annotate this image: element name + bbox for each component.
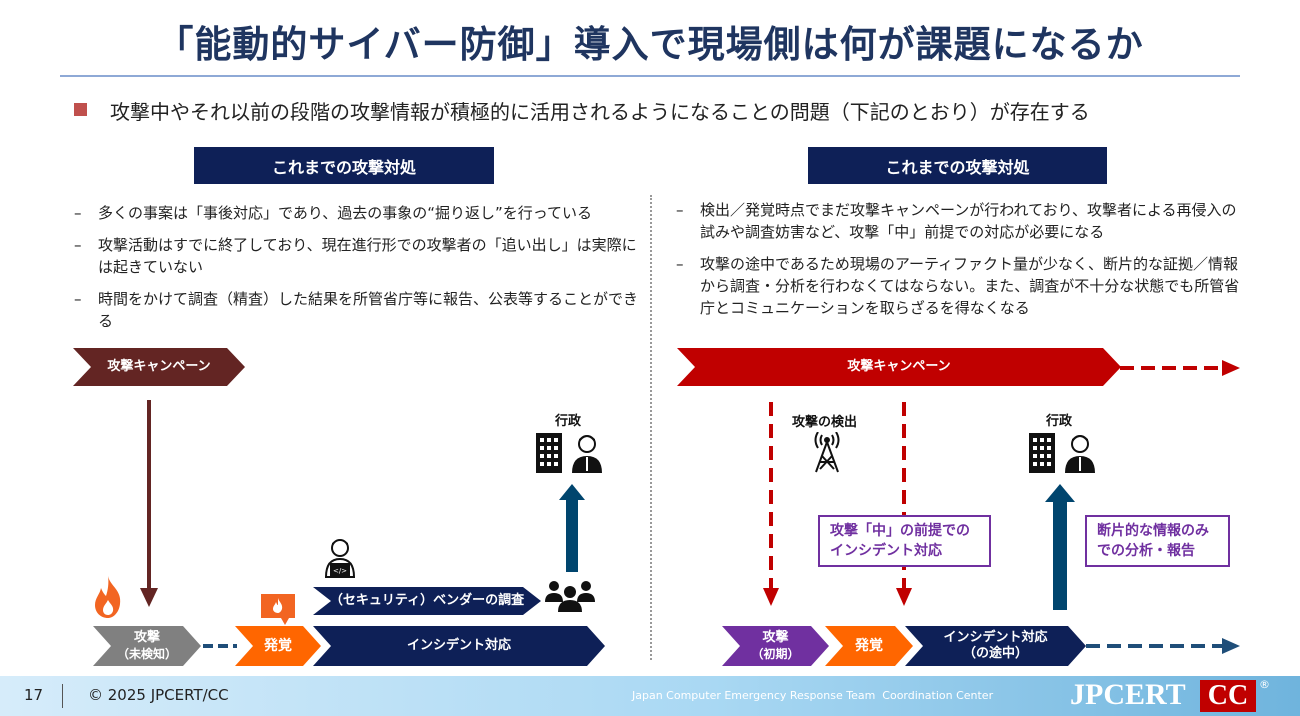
left-header: これまでの攻撃対処 <box>194 147 494 184</box>
bullet-text: 検出／発覚時点でまだ攻撃キャンペーンが行われており、攻撃者による再侵入の試みや調… <box>700 201 1237 241</box>
dashed-down-line <box>769 402 773 590</box>
up-arrow-icon <box>1045 484 1075 610</box>
callout-box: 断片的な情報のみでの分析・報告 <box>1085 515 1230 567</box>
svg-text:</>: </> <box>333 567 347 575</box>
incident-sublabel: （の途中） <box>962 646 1028 661</box>
government-icon <box>536 433 602 473</box>
incident-chevron: インシデント対応（の途中） <box>905 626 1086 666</box>
dashed-arrow-icon <box>1120 360 1240 376</box>
footer-separator <box>62 684 63 708</box>
left-bullet: –時間をかけて調査（精査）した結果を所管省庁等に報告、公表等することができる <box>74 290 639 330</box>
attack-label: 攻撃 <box>133 630 160 645</box>
bullet-text: 多くの事案は「事後対応」であり、過去の事象の“掘り返し”を行っている <box>98 204 593 222</box>
bullet-text: 攻撃の途中であるため現場のアーティファクト量が少なく、断片的な証拠／情報から調査… <box>700 255 1240 317</box>
down-arrow-icon <box>763 588 779 606</box>
page-number: 17 <box>24 686 44 704</box>
right-bullet: –攻撃の途中であるため現場のアーティファクト量が少なく、断片的な証拠／情報から調… <box>676 255 1240 317</box>
right-bullet: –検出／発覚時点でまだ攻撃キャンペーンが行われており、攻撃者による再侵入の試みや… <box>676 201 1237 241</box>
column-divider <box>650 195 652 660</box>
attack-chevron: 攻撃 （初期） <box>722 626 829 666</box>
gov-label: 行政 <box>555 414 582 429</box>
incident-chevron: インシデント対応 <box>313 626 605 666</box>
attack-label: 攻撃 <box>762 630 789 645</box>
dashed-down-line <box>902 402 906 590</box>
bullet-text: 攻撃活動はすでに終了しており、現在進行形での攻撃者の「追い出し」は実際には起きて… <box>98 236 637 276</box>
left-bullet: –多くの事案は「事後対応」であり、過去の事象の“掘り返し”を行っている <box>74 204 593 222</box>
team-icon <box>545 581 595 612</box>
antenna-tower-icon <box>814 432 840 473</box>
footer: 17 © 2025 JPCERT/CC Japan Computer Emerg… <box>0 676 1300 716</box>
attack-chevron: 攻撃 （未検知） <box>93 626 201 666</box>
attack-sublabel: （未検知） <box>116 647 177 661</box>
campaign-chevron: 攻撃キャンペーン <box>73 348 245 386</box>
dashed-arrow-icon <box>1086 638 1240 654</box>
right-header: これまでの攻撃対処 <box>808 147 1107 184</box>
bullet-square-icon <box>74 103 87 116</box>
lead-text: 攻撃中やそれ以前の段階の攻撃情報が積極的に活用されるようになることの問題（下記の… <box>110 100 1090 124</box>
page-title: 「能動的サイバー防御」導入で現場側は何が課題になるか <box>156 23 1144 66</box>
fire-icon <box>95 576 121 618</box>
campaign-chevron-ongoing: 攻撃キャンペーン <box>677 348 1121 386</box>
logo-cc: CC <box>1200 680 1256 712</box>
logo-jpcert: JPCERT <box>1070 678 1186 711</box>
vendor-chevron: （セキュリティ）ベンダーの調査 <box>313 587 541 615</box>
government-icon <box>1029 433 1095 473</box>
gov-label: 行政 <box>1046 414 1073 429</box>
up-arrow-icon <box>559 484 585 572</box>
alert-bubble-icon <box>261 594 295 625</box>
org-name: Japan Computer Emergency Response Team C… <box>632 689 994 702</box>
dashed-connector <box>203 644 237 648</box>
down-arrow-icon <box>140 400 158 607</box>
discovery-chevron: 発覚 <box>825 626 913 666</box>
developer-icon: </> <box>324 539 356 578</box>
title-divider <box>60 75 1240 77</box>
registered-mark: ® <box>1259 678 1270 691</box>
incident-label: インシデント対応 <box>943 630 1048 645</box>
discovery-chevron: 発覚 <box>235 626 321 666</box>
left-bullet: –攻撃活動はすでに終了しており、現在進行形での攻撃者の「追い出し」は実際には起き… <box>74 236 637 276</box>
detection-label: 攻撃の検出 <box>792 415 858 430</box>
attack-sublabel: （初期） <box>751 647 800 661</box>
copyright: © 2025 JPCERT/CC <box>88 686 229 704</box>
down-arrow-icon <box>896 588 912 606</box>
bullet-text: 時間をかけて調査（精査）した結果を所管省庁等に報告、公表等することができる <box>98 290 639 330</box>
callout-box: 攻撃「中」の前提でのインシデント対応 <box>818 515 991 567</box>
